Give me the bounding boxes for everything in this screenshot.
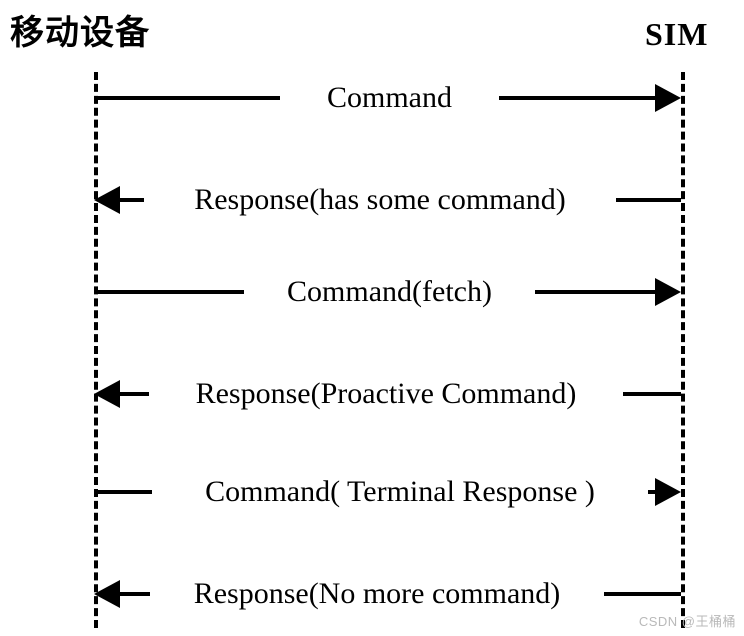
lifeline-mobile-device: [94, 72, 98, 628]
csdn-watermark: CSDN @王桶桶: [638, 614, 736, 629]
message-row-1: Command: [94, 78, 681, 118]
arrow-head-left-icon-2: [94, 186, 120, 214]
message-row-6: Response(No more command): [94, 574, 681, 614]
lifeline-sim: [681, 72, 685, 628]
actor-label-sim: SIM: [645, 16, 709, 52]
arrow-head-right-icon-1: [655, 84, 681, 112]
message-label-3: Command(fetch): [244, 272, 535, 312]
arrow-head-left-icon-4: [94, 380, 120, 408]
message-row-2: Response(has some command): [94, 180, 681, 220]
message-label-5: Command( Terminal Response ): [152, 472, 648, 512]
arrow-head-left-icon-6: [94, 580, 120, 608]
message-row-3: Command(fetch): [94, 272, 681, 312]
arrow-head-right-icon-5: [655, 478, 681, 506]
message-row-4: Response(Proactive Command): [94, 374, 681, 414]
actor-label-mobile-device: 移动设备: [10, 13, 150, 53]
message-label-4: Response(Proactive Command): [149, 374, 623, 414]
arrow-head-right-icon-3: [655, 278, 681, 306]
message-label-2: Response(has some command): [144, 180, 616, 220]
message-row-5: Command( Terminal Response ): [94, 472, 681, 512]
message-label-6: Response(No more command): [150, 574, 604, 614]
message-label-1: Command: [280, 78, 499, 118]
